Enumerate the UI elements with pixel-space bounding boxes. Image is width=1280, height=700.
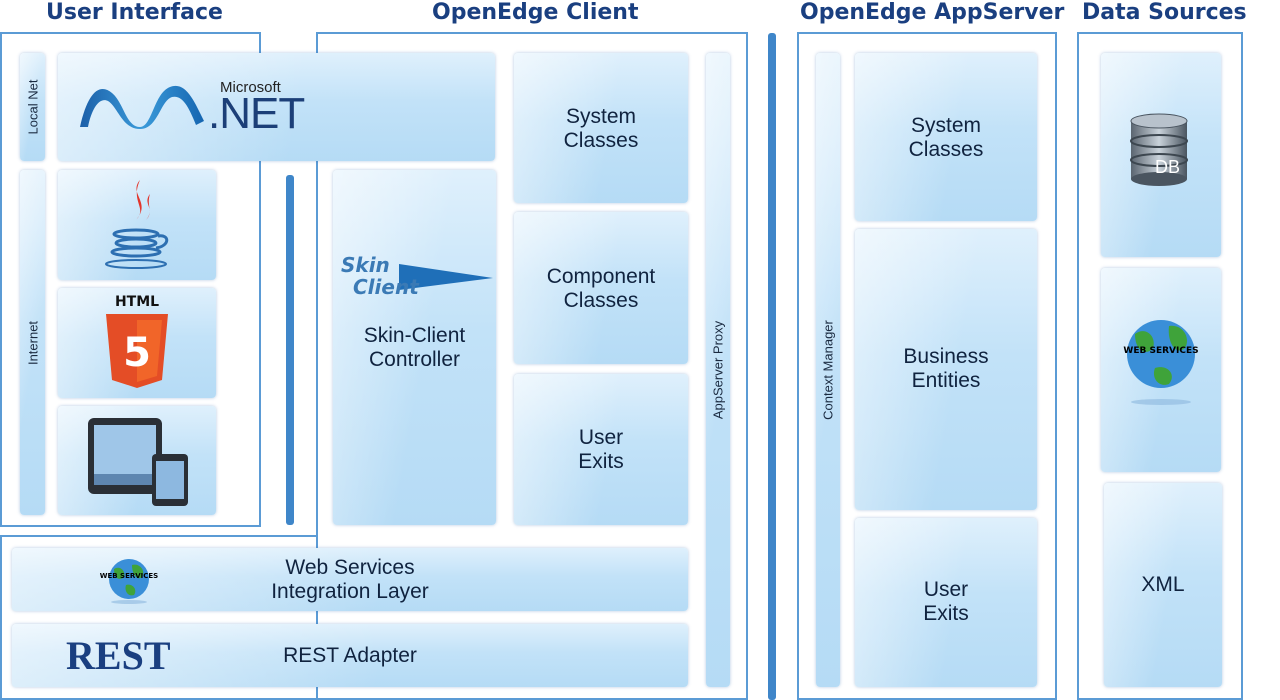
- appserver-proxy-label: AppServer Proxy: [710, 320, 726, 420]
- internet-label: Internet: [25, 320, 40, 365]
- dotnet-label: .NET: [208, 89, 305, 138]
- skin-client-logo-line2: Client: [353, 275, 420, 299]
- xml-tile: XML: [1104, 483, 1222, 687]
- header-user-interface: User Interface: [46, 0, 223, 25]
- business-entities-label: Business Entities: [903, 345, 989, 392]
- dotnet-wave-icon: [80, 85, 204, 129]
- local-net-label-tile: Local Net: [20, 53, 45, 161]
- header-openedge-client: OpenEdge Client: [432, 0, 639, 25]
- client-component-classes-label: Component Classes: [546, 265, 656, 312]
- client-system-classes-label: System Classes: [563, 105, 639, 152]
- web-services-integration-tile: WEB SERVICES Web Services Integration La…: [12, 548, 688, 611]
- html5-label: HTML: [114, 294, 160, 310]
- appserver-separator-bar: [768, 33, 776, 700]
- db-tile: DB: [1101, 53, 1221, 257]
- rest-adapter-tile: REST REST Adapter: [12, 624, 688, 687]
- skin-client-logo-icon: Skin Client: [341, 253, 493, 299]
- client-system-classes-tile: System Classes: [514, 53, 688, 203]
- appserver-system-classes-tile: System Classes: [855, 53, 1037, 221]
- html5-tile: HTML 5: [58, 288, 216, 398]
- skin-client-controller-tile: Skin Client Skin-Client Controller: [333, 170, 496, 525]
- business-entities-tile: Business Entities: [855, 229, 1037, 510]
- appserver-system-classes-label: System Classes: [908, 114, 984, 161]
- tablet-phone-icon: [88, 418, 188, 506]
- header-data-sources: Data Sources: [1082, 0, 1247, 25]
- header-openedge-appserver: OpenEdge AppServer: [800, 0, 1065, 25]
- client-user-exits-tile: User Exits: [514, 374, 688, 525]
- client-user-exits-label: User Exits: [578, 426, 624, 473]
- appserver-proxy-tile: AppServer Proxy: [706, 53, 730, 687]
- skin-client-controller-label: Skin-Client Controller: [363, 324, 466, 371]
- rest-adapter-label: REST Adapter: [283, 644, 417, 667]
- dotnet-tile: Microsoft .NET: [58, 53, 495, 161]
- web-services-globe-icon: WEB SERVICES: [1123, 320, 1199, 405]
- appserver-user-exits-label: User Exits: [923, 578, 969, 625]
- java-cup-icon: [105, 180, 169, 269]
- rest-logo: REST: [66, 633, 171, 678]
- context-manager-label: Context Manager: [820, 320, 836, 420]
- database-icon: [1130, 113, 1188, 186]
- context-manager-tile: Context Manager: [816, 53, 840, 687]
- html5-shield-icon: 5: [106, 314, 168, 388]
- db-label: DB: [1155, 157, 1181, 177]
- data-web-services-badge-text: WEB SERVICES: [1123, 346, 1198, 356]
- web-services-badge-text: WEB SERVICES: [100, 572, 158, 580]
- skin-client-logo-line1: Skin: [341, 253, 390, 277]
- client-separator-bar: [286, 175, 294, 525]
- java-tile: [58, 170, 216, 280]
- local-net-label: Local Net: [25, 79, 40, 135]
- web-services-integration-label: Web Services Integration Layer: [271, 556, 429, 603]
- devices-tile: [58, 406, 216, 515]
- client-component-classes-tile: Component Classes: [514, 212, 688, 364]
- web-services-globe-icon: WEB SERVICES: [100, 559, 158, 604]
- data-web-services-tile: WEB SERVICES: [1101, 268, 1221, 472]
- appserver-user-exits-tile: User Exits: [855, 518, 1037, 687]
- dotnet-microsoft-label: Microsoft: [220, 79, 281, 96]
- html5-number: 5: [123, 330, 151, 376]
- internet-label-tile: Internet: [20, 170, 45, 515]
- xml-label: XML: [1141, 573, 1185, 596]
